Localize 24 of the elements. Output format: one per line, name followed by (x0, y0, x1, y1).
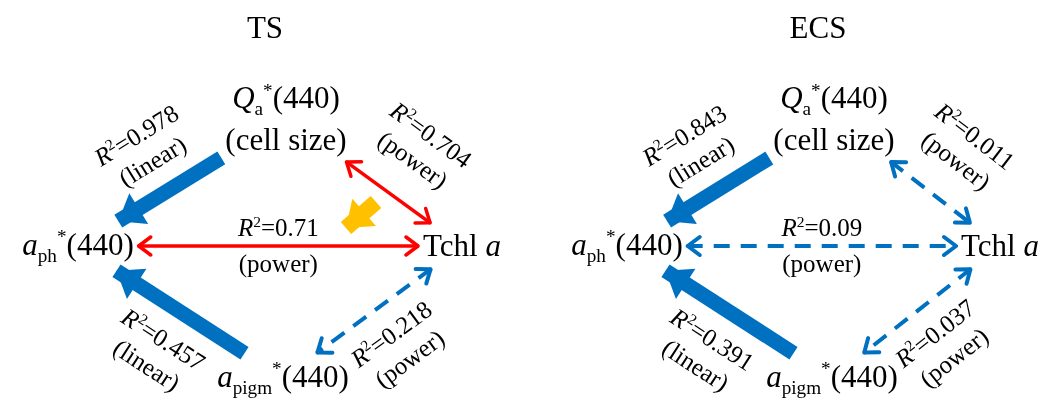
double-arrow (344, 160, 432, 225)
panel-title: TS (246, 10, 284, 46)
double-arrow (315, 267, 433, 355)
arrow (112, 264, 249, 360)
arrow (663, 151, 774, 228)
variable-label: Q$_{a}$$^{*}$(440) (779, 78, 889, 121)
arrow (661, 264, 798, 360)
double-arrow (862, 267, 973, 355)
variable-label: Tchl a (961, 227, 1039, 265)
variable-label: (cell size) (225, 120, 347, 158)
variable-label: a$_{pigm}$$^{*}$(440) (217, 357, 349, 399)
variable-label: a$_{pigm}$$^{*}$(440) (766, 358, 898, 399)
edge-label: R$^{2}$=0.71 (power) (237, 211, 319, 280)
variable-label: a$_{ph}$$^{*}$(440) (22, 225, 134, 267)
variable-label: Tchl a (423, 227, 501, 265)
edge-label: R$^{2}$=0.09 (power) (781, 211, 863, 280)
panel-title: ECS (789, 10, 847, 46)
variable-label: (cell size) (773, 120, 895, 158)
double-arrow (685, 235, 958, 257)
arrow (114, 151, 226, 228)
variable-label: Q$_{a}$$^{*}$(440) (231, 78, 341, 121)
variable-label: a$_{ph}$$^{*}$(440) (571, 225, 683, 267)
double-arrow (889, 159, 972, 225)
double-arrow (136, 235, 420, 257)
